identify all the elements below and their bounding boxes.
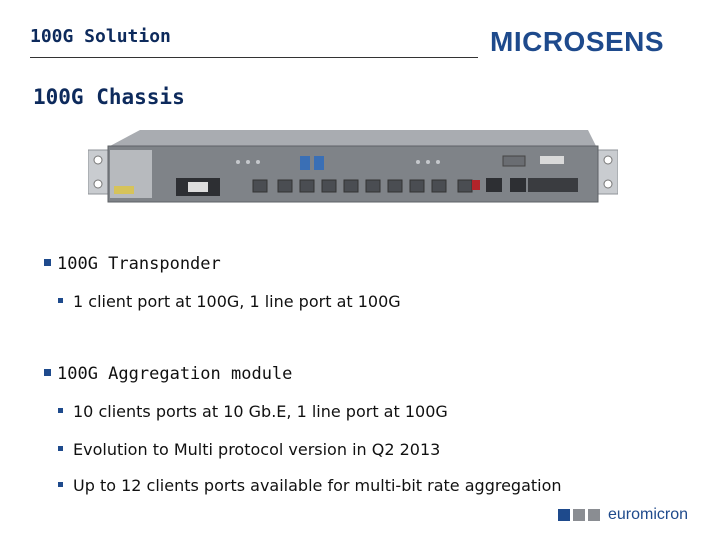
logo-square-icon xyxy=(573,509,585,521)
logo-square-icon xyxy=(558,509,570,521)
sub-bullet-item: Evolution to Multi protocol version in Q… xyxy=(58,440,440,459)
sub-bullet-item: 10 clients ports at 10 Gb.E, 1 line port… xyxy=(58,402,448,421)
header-title: 100G Solution xyxy=(30,26,171,47)
bullet-square-icon xyxy=(58,408,63,413)
bullet-text: 1 client port at 100G, 1 line port at 10… xyxy=(73,292,401,311)
bullet-text: Evolution to Multi protocol version in Q… xyxy=(73,440,441,459)
header-rule xyxy=(30,57,478,58)
footer-logo-text: euromicron xyxy=(608,506,689,523)
bullet-item: 100G Transponder xyxy=(44,254,221,274)
euromicron-logo: euromicron xyxy=(558,505,688,525)
logo-square-icon xyxy=(588,509,600,521)
bullet-text: Up to 12 clients ports available for mul… xyxy=(73,476,562,495)
bullet-square-icon xyxy=(58,298,63,303)
microsens-logo: MICROSENS xyxy=(490,26,665,57)
bullet-square-icon xyxy=(44,368,51,376)
bullet-text: 100G Aggregation module xyxy=(57,364,293,384)
bullet-text: 100G Transponder xyxy=(57,254,221,274)
slide-title: 100G Chassis xyxy=(33,85,185,109)
bullet-square-icon xyxy=(58,446,63,451)
bullet-text: 10 clients ports at 10 Gb.E, 1 line port… xyxy=(73,402,448,421)
chassis-image xyxy=(88,130,618,203)
sub-bullet-item: Up to 12 clients ports available for mul… xyxy=(58,476,562,495)
bullet-square-icon xyxy=(58,482,63,487)
sub-bullet-item: 1 client port at 100G, 1 line port at 10… xyxy=(58,292,401,311)
bullet-item: 100G Aggregation module xyxy=(44,364,292,384)
bullet-square-icon xyxy=(44,258,51,266)
